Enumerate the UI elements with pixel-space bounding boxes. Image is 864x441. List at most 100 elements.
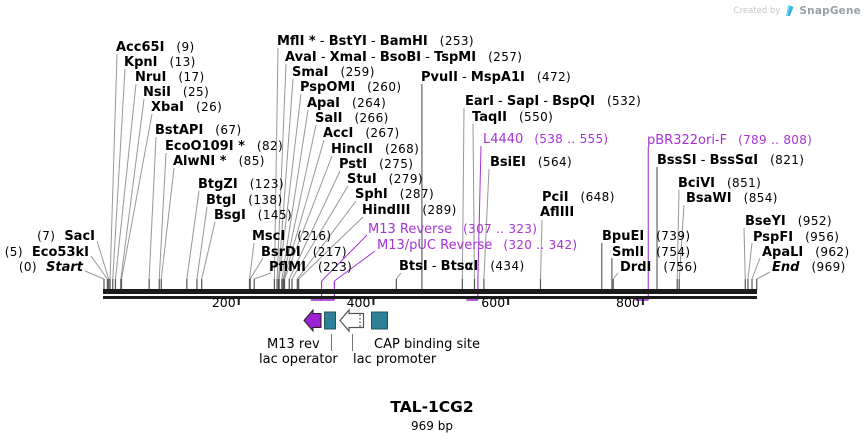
leader-hindiii — [298, 216, 364, 280]
leader-sali — [282, 124, 317, 280]
map-backbone-top-strand — [103, 289, 757, 294]
site-label-end: End(969) — [772, 260, 846, 275]
leader-end — [756, 271, 771, 280]
site-label-afliii: AflIII — [540, 205, 575, 220]
watermark-brand: SnapGene — [799, 4, 861, 17]
leader-smai — [277, 78, 294, 280]
site-label-mfli-bstyi-bamhi: MflI * - BstYI - BamHI(253) — [277, 34, 475, 49]
leader-afliii — [539, 219, 543, 280]
leader-msci — [249, 242, 255, 280]
site-label-drdi: DrdI(756) — [620, 260, 698, 275]
site-label-ecoo109i: EcoO109I *(82) — [165, 139, 284, 154]
tick-label-400: 400 — [346, 295, 371, 310]
feature-label-m13-rev: M13 rev — [267, 337, 320, 352]
site-label-bsgi: BsgI(145) — [214, 208, 293, 223]
leader-bsiei — [483, 168, 490, 280]
site-label-pflmi: PflMI(223) — [269, 260, 353, 275]
title-block: TAL-1CG2 969 bp — [0, 398, 864, 433]
leader-btgzi — [186, 190, 200, 280]
leader-drdi — [612, 272, 619, 280]
feature-cap-binding-site-box — [371, 311, 388, 330]
primer-label-m13-puc-reverse: M13/pUC Reverse(320 .. 342) — [377, 238, 578, 253]
leader-ecoo109i — [158, 152, 167, 280]
leader-pspfi — [747, 242, 753, 280]
site-label-alwni: AlwNI *(85) — [173, 154, 265, 169]
site-label-bpuei: BpuEI(739) — [602, 229, 691, 244]
site-label-avai-xmai-bsobi-tspmi: AvaI - XmaI - BsoBI - TspMI(257) — [285, 50, 523, 65]
map-title: TAL-1CG2 — [390, 398, 474, 416]
primer-leader-m13-reverse — [321, 234, 368, 282]
leader-bstapi — [148, 136, 157, 280]
leader-stui — [291, 185, 349, 280]
snapgene-logo-icon — [786, 5, 794, 16]
site-label-btsi-bts-i: BtsI - BtsαI(434) — [399, 259, 525, 274]
tick-label-600: 600 — [481, 295, 506, 310]
leader-acc65i — [109, 53, 118, 280]
site-label-bcivi: BciVI(851) — [678, 176, 762, 191]
watermark: Created by SnapGene — [734, 4, 861, 17]
leader-eari — [461, 107, 465, 280]
leader-pspomi — [278, 93, 302, 280]
leader-acci — [283, 139, 325, 280]
leader-taqii — [472, 123, 475, 280]
site-label-acci: AccI(267) — [323, 126, 400, 141]
feature-lac-promoter-arrow — [339, 308, 365, 333]
site-label-psti: PstI(275) — [339, 157, 414, 172]
tick-label-200: 200 — [211, 295, 236, 310]
primer-leader-l4440 — [477, 145, 482, 282]
leader-alwni — [160, 167, 175, 280]
leader-kpni — [112, 68, 126, 280]
site-label-xbai: XbaI(26) — [151, 100, 223, 115]
site-label-taqii: TaqII(550) — [472, 110, 554, 125]
site-label-bseyi: BseYI(952) — [745, 214, 832, 229]
site-label-kpni: KpnI(13) — [124, 55, 196, 70]
tick-label-800: 800 — [616, 295, 640, 310]
leader-bsgi — [201, 221, 216, 280]
site-label-btgzi: BtgZI(123) — [198, 177, 284, 192]
watermark-created-by: Created by — [733, 5, 781, 16]
site-label-apai: ApaI(264) — [307, 96, 387, 111]
leader-sphi — [296, 200, 357, 280]
site-label-bstapi: BstAPI(67) — [155, 123, 242, 138]
site-label-bsrdi: BsrDI(217) — [261, 245, 347, 260]
site-label-pspfi: PspFI(956) — [753, 230, 840, 245]
feature-m13-rev-arrow — [303, 308, 322, 333]
leader-hincii — [284, 155, 333, 280]
leader-bseyi — [743, 227, 746, 280]
primer-label-l4440: L4440(538 .. 555) — [483, 132, 609, 147]
leader-eco53ki — [90, 255, 108, 280]
site-label-nsii: NsiI(25) — [143, 85, 210, 100]
site-label-eco53ki: (5)Eco53kI — [4, 245, 89, 260]
site-label-bsiei: BsiEI(564) — [490, 155, 573, 170]
leader-start — [84, 270, 105, 280]
feature-label-lac-operator: lac operator — [259, 352, 338, 367]
leader-bsawi — [678, 204, 685, 280]
leader-btgi — [196, 206, 208, 280]
site-label-start: (0)Start — [18, 260, 83, 275]
feature-label-cap-binding-site: CAP binding site — [374, 337, 481, 352]
map-length: 969 bp — [411, 419, 453, 433]
site-label-bsawi: BsaWI(854) — [686, 191, 778, 206]
site-label-hindiii: HindIII(289) — [362, 203, 457, 218]
leader-bsrdi — [249, 257, 264, 280]
site-label-hincii: HincII(268) — [331, 142, 420, 157]
site-label-eari-sapi-bspqi: EarI - SapI - BspQI(532) — [465, 94, 642, 109]
site-label-bsssi-bsss-i: BssSI - BssSαI(821) — [657, 153, 805, 168]
leader-btsi — [395, 272, 402, 280]
feature-label-lac-promoter: lac promoter — [353, 352, 437, 367]
site-label-pcii: PciI(648) — [542, 190, 615, 205]
leader-nsii — [120, 98, 145, 280]
primer-leader-m13-puc-reverse — [334, 250, 376, 282]
site-label-pvuii-mspa1i: PvuII - MspA1I(472) — [421, 70, 572, 85]
site-label-pspomi: PspOMI(260) — [300, 80, 402, 95]
leader-xbai — [121, 113, 153, 280]
leader-apai — [281, 109, 309, 280]
leader-mfli — [273, 47, 279, 280]
site-label-smai: SmaI(259) — [292, 65, 375, 80]
site-label-nrui: NruI(17) — [135, 70, 205, 85]
leader-nrui — [114, 83, 137, 280]
map-backbone-bottom-strand — [103, 296, 757, 299]
primer-label-m13-reverse: M13 Reverse(307 .. 323) — [368, 222, 538, 237]
